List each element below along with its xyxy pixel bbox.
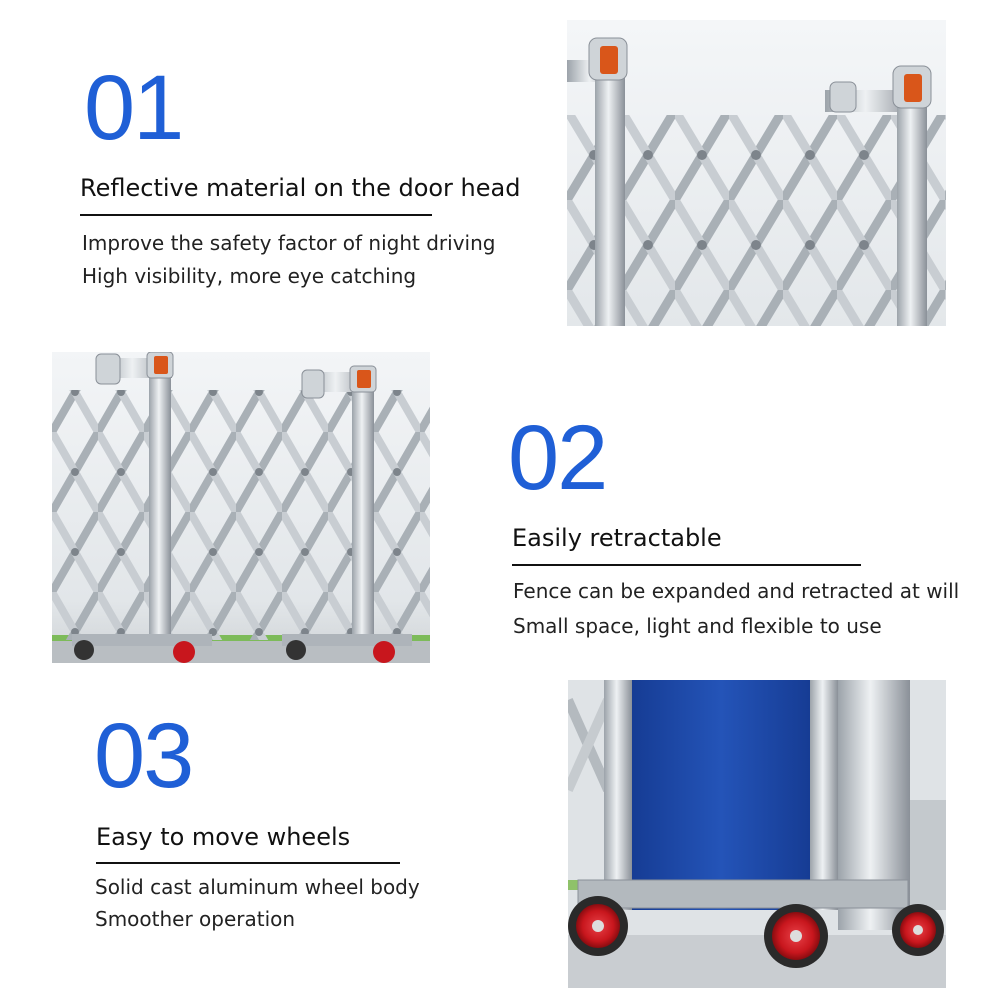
wheels-photo [568, 680, 946, 988]
section-divider-02 [512, 564, 861, 566]
section-line-02-b: Small space, light and flexible to use [513, 614, 882, 638]
section-title-reflective: Reflective material on the door head [80, 174, 521, 202]
section-title-retractable: Easily retractable [512, 524, 722, 552]
section-line-01-b: High visibility, more eye catching [82, 264, 417, 288]
section-line-03-b: Smoother operation [95, 907, 296, 931]
section-divider-01 [80, 214, 432, 216]
gate-head-photo [567, 20, 946, 326]
section-divider-03 [96, 862, 400, 864]
section-line-01-a: Improve the safety factor of night drivi… [82, 231, 496, 255]
expanded-gate-photo [52, 352, 430, 663]
section-number-02: 02 [508, 407, 608, 509]
section-number-03: 03 [94, 705, 194, 807]
section-line-03-a: Solid cast aluminum wheel body [95, 875, 420, 899]
section-number-01: 01 [84, 57, 184, 159]
section-title-wheels: Easy to move wheels [96, 823, 351, 851]
section-line-02-a: Fence can be expanded and retracted at w… [513, 579, 960, 603]
